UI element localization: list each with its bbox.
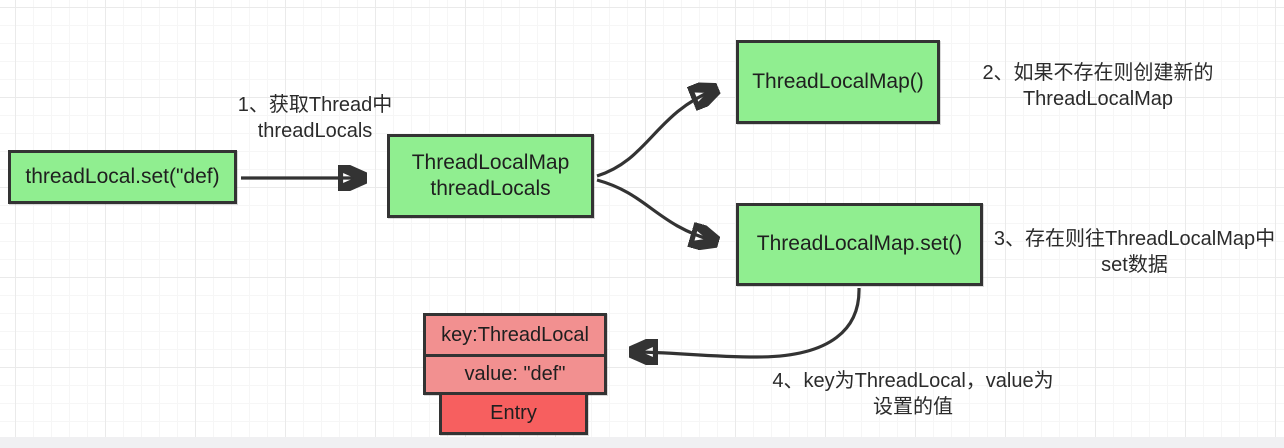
annotation-step4-line2: 设置的值: [873, 396, 953, 418]
annotation-step1-line2: threadLocals: [257, 120, 373, 142]
annotation-step3: 3、存在则往ThreadLocalMap中 set数据: [985, 226, 1284, 278]
entry-key-label: key:ThreadLocal: [441, 323, 589, 346]
annotation-step3-line1: 3、存在则往ThreadLocalMap中: [993, 228, 1276, 250]
entry-base-box: Entry: [439, 392, 588, 435]
annotation-step1-line1: 1、获取Thread中: [237, 94, 393, 116]
annotation-step2: 2、如果不存在则创建新的 ThreadLocalMap: [948, 60, 1248, 112]
node-threadlocalmap-set-label: ThreadLocalMap.set(): [756, 232, 963, 256]
node-threadlocal-set-label: threadLocal.set("def): [25, 164, 220, 188]
bottom-gray-strip: [0, 437, 1284, 448]
node-threadlocals-map-line1: ThreadLocalMap: [411, 150, 570, 174]
entry-base-label: Entry: [490, 402, 537, 424]
annotation-step1: 1、获取Thread中 threadLocals: [226, 92, 404, 144]
node-threadlocal-set: threadLocal.set("def): [8, 150, 237, 204]
node-threadlocalmap-constructor: ThreadLocalMap(): [736, 40, 940, 124]
arrow-threadlocals-to-ctor: [596, 90, 714, 178]
node-threadlocals-map-line2: threadLocals: [430, 177, 551, 200]
entry-key-cell: key:ThreadLocal: [426, 316, 604, 354]
annotation-step3-line2: set数据: [1101, 254, 1168, 276]
node-threadlocals-map: ThreadLocalMap threadLocals: [387, 134, 594, 218]
annotation-step2-line2: ThreadLocalMap: [1022, 88, 1174, 110]
annotation-step4-line1: 4、key为ThreadLocal，value为: [772, 370, 1054, 392]
annotation-step2-line1: 2、如果不存在则创建新的: [982, 62, 1214, 84]
node-threadlocalmap-set: ThreadLocalMap.set(): [736, 203, 983, 286]
entry-key-value-stack: key:ThreadLocal value: "def": [423, 313, 607, 395]
annotation-step4: 4、key为ThreadLocal，value为 设置的值: [748, 368, 1078, 420]
entry-value-cell: value: "def": [426, 354, 604, 392]
entry-value-label: value: "def": [464, 363, 566, 385]
arrow-threadlocals-to-set: [596, 178, 714, 241]
node-threadlocalmap-constructor-label: ThreadLocalMap(): [752, 69, 924, 93]
arrow-set-to-entry: [634, 287, 861, 357]
